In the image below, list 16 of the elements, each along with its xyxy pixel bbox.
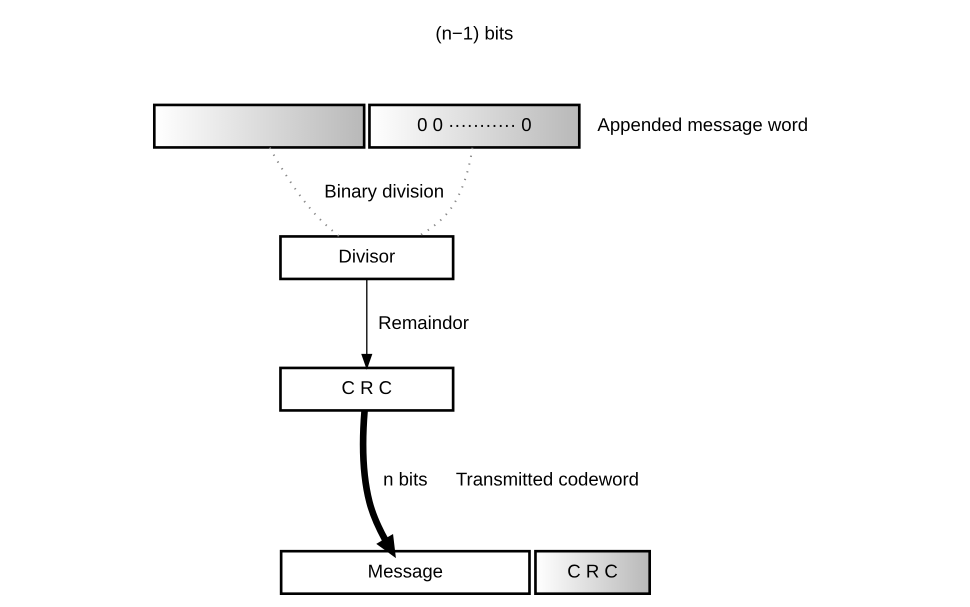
arrow <box>360 410 396 558</box>
node-bar <box>152 104 366 149</box>
node-box: C R C <box>279 366 454 412</box>
node-box: 0 0 ··········· 0 <box>368 104 581 149</box>
node-box: Message <box>280 550 531 595</box>
edge-label: Binary division <box>324 180 444 202</box>
node-label: Appended message word <box>597 114 808 136</box>
connector <box>268 147 340 237</box>
node-box: Divisor <box>279 235 454 280</box>
arrow <box>361 279 372 370</box>
label: n bits <box>383 468 428 490</box>
node-box: C R C <box>534 550 651 595</box>
edge-label: Remaindor <box>378 312 469 333</box>
connector <box>418 148 474 238</box>
label: Transmitted codeword <box>456 468 639 490</box>
label: (n−1) bits <box>435 22 514 44</box>
